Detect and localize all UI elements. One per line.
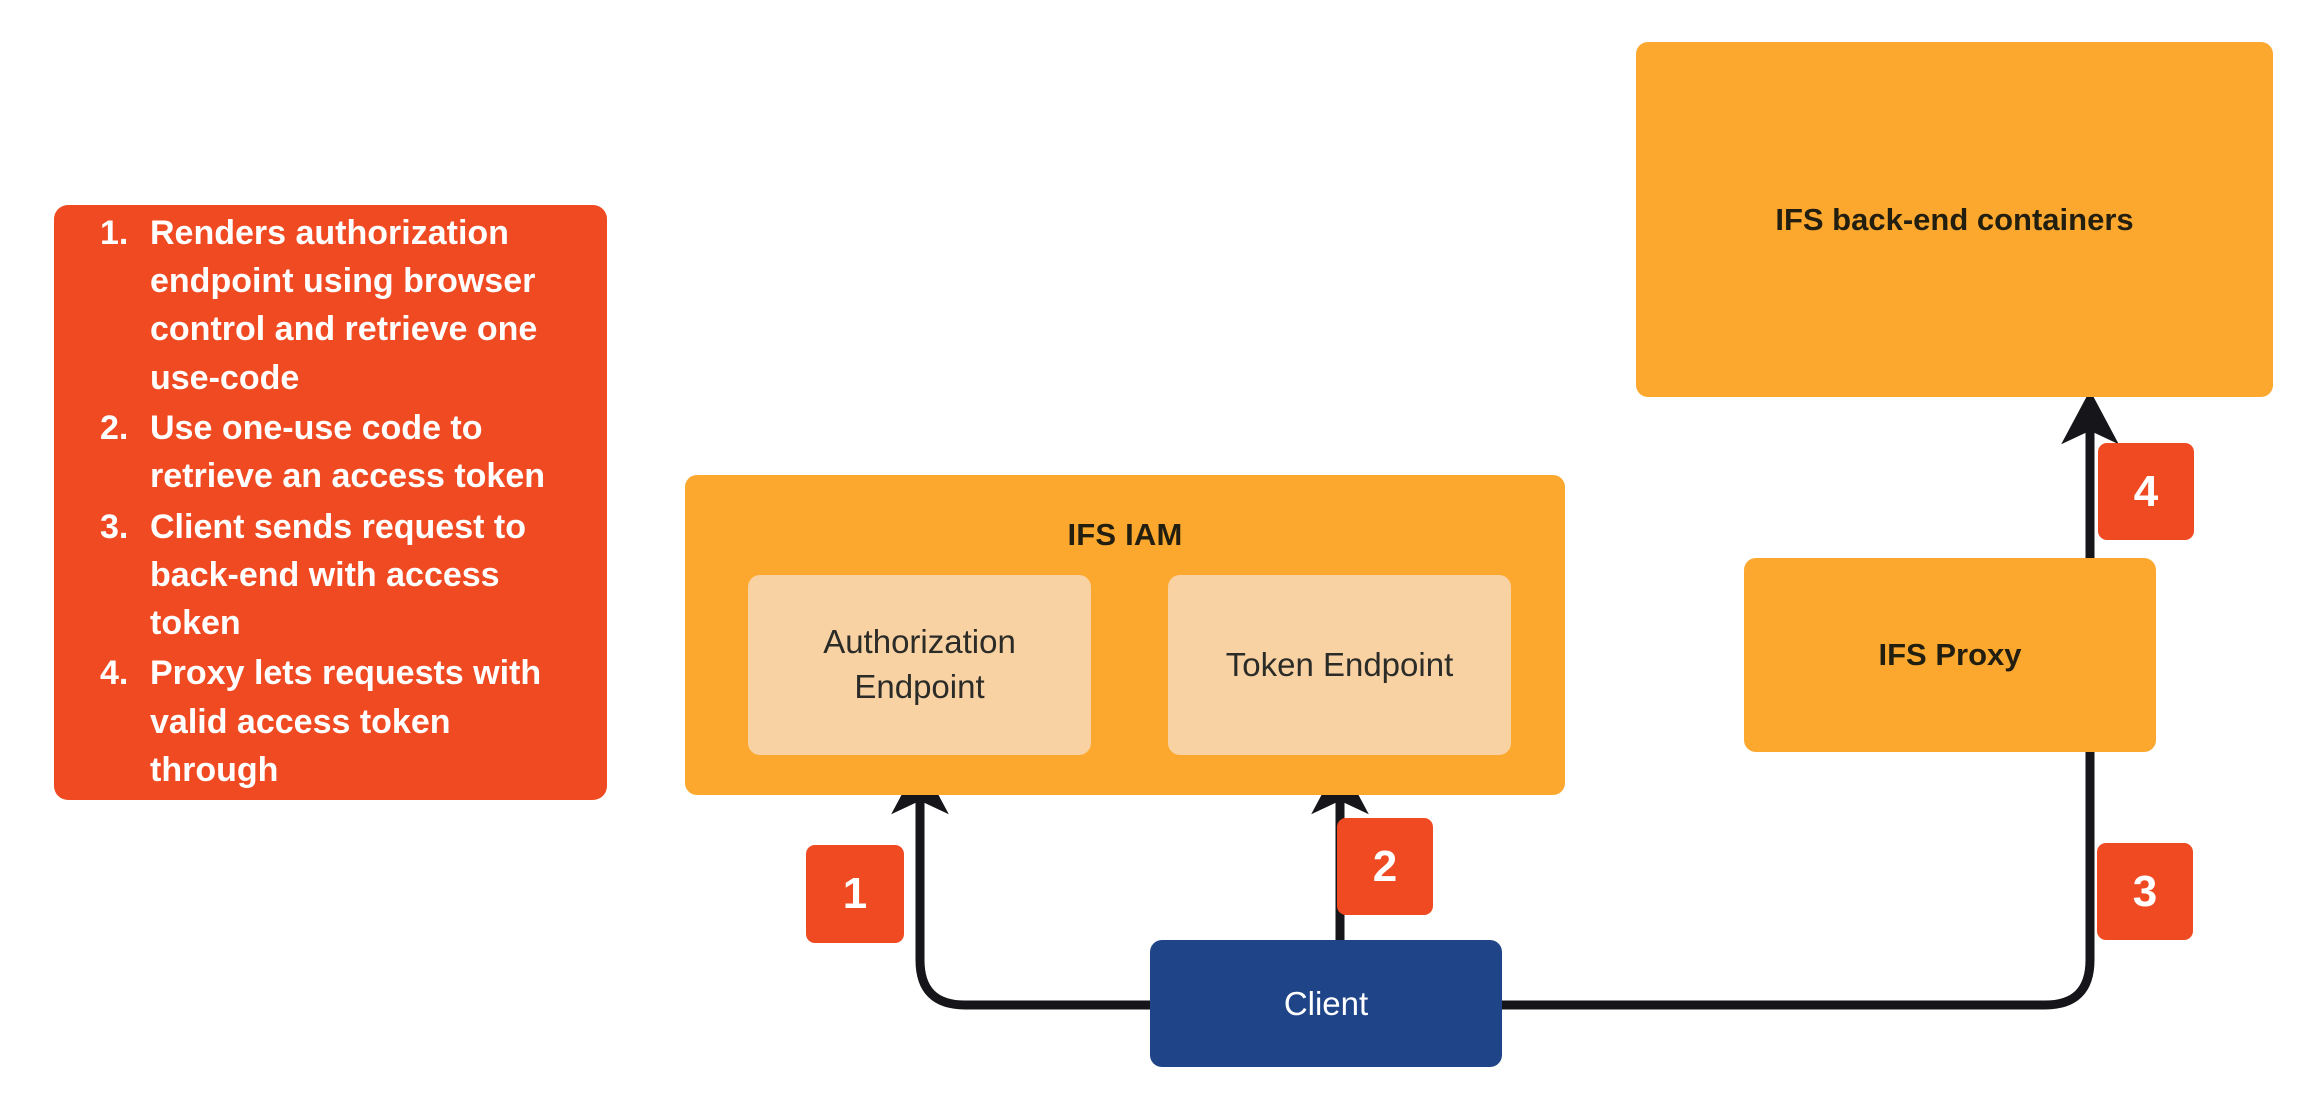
node-authorization-endpoint-label: Authorization Endpoint bbox=[823, 623, 1016, 705]
node-ifs-backend-containers-label: IFS back-end containers bbox=[1775, 201, 2134, 237]
legend-step-1: Renders authorization endpoint using bro… bbox=[100, 209, 538, 397]
node-client[interactable]: Client bbox=[1150, 940, 1502, 1067]
node-client-label: Client bbox=[1283, 984, 1369, 1022]
legend-step-3: Client sends request to back-end with ac… bbox=[100, 503, 526, 643]
steps-legend-panel: Renders authorization endpoint using bro… bbox=[54, 205, 607, 800]
flow-arrow-1 bbox=[891, 760, 1150, 1010]
steps-legend-list: Renders authorization endpoint using bro… bbox=[54, 209, 607, 796]
step-badge-4[interactable]: 4 bbox=[2098, 443, 2194, 540]
legend-step-2: Use one-use code to retrieve an access t… bbox=[100, 404, 546, 496]
step-badge-2[interactable]: 2 bbox=[1337, 818, 1433, 915]
node-ifs-backend-containers[interactable]: IFS back-end containers bbox=[1636, 42, 2273, 397]
legend-step-4: Proxy lets requests with valid access to… bbox=[100, 649, 542, 789]
node-ifs-proxy-label: IFS Proxy bbox=[1878, 637, 2022, 672]
node-token-endpoint-label: Token Endpoint bbox=[1225, 645, 1454, 683]
step-badge-1[interactable]: 1 bbox=[806, 845, 904, 943]
node-token-endpoint[interactable]: Token Endpoint bbox=[1168, 575, 1511, 755]
step-badge-3[interactable]: 3 bbox=[2097, 843, 2193, 940]
node-ifs-proxy[interactable]: IFS Proxy bbox=[1744, 558, 2156, 752]
node-ifs-iam-title: IFS IAM bbox=[1067, 517, 1183, 552]
node-authorization-endpoint[interactable]: Authorization Endpoint bbox=[748, 575, 1091, 755]
